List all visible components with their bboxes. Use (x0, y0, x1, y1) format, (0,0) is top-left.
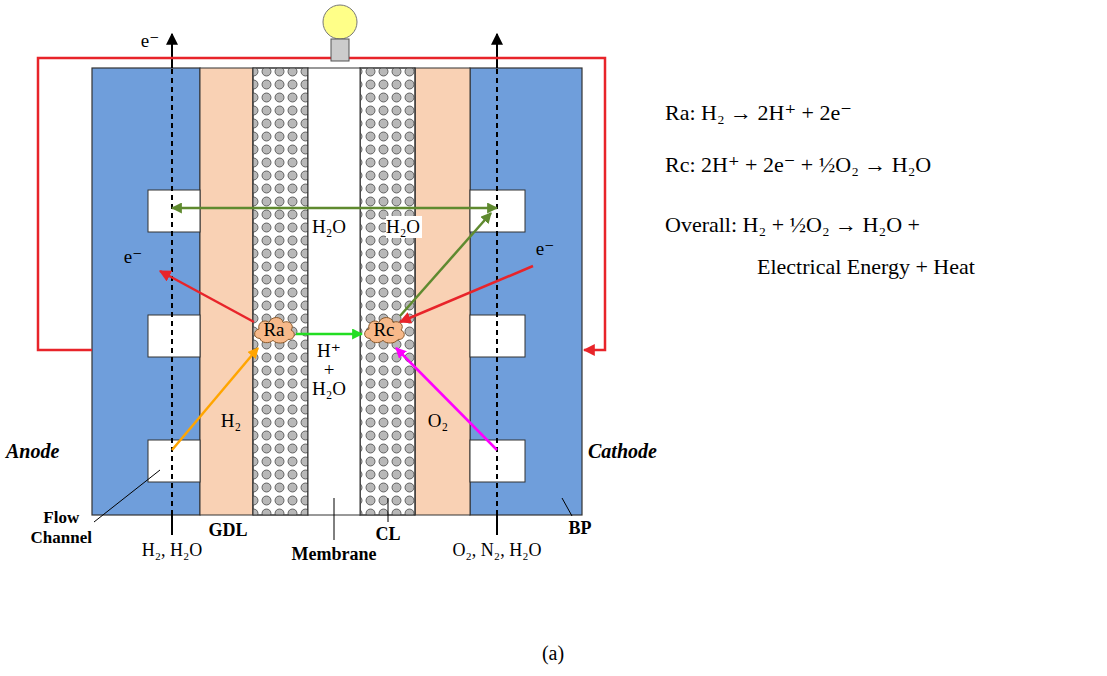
cathode-catalyst-layer (360, 68, 415, 515)
anode-catalyst-layer (253, 68, 308, 515)
proton-transport-arrow (296, 333, 362, 336)
flow-channels (148, 190, 525, 482)
anode-gdl (200, 68, 253, 515)
electron-label: e⁻ (124, 246, 142, 268)
flow-arrow (171, 34, 173, 68)
species-label: H₂O (312, 216, 348, 238)
edge-label: H⁺ + H₂O (312, 341, 346, 398)
reaction-name: Ra (252, 319, 296, 341)
species-label: O₂ (428, 410, 448, 432)
part-name: CL (375, 524, 400, 545)
part-name: Cathode (588, 440, 657, 463)
anode-cl-ground (253, 68, 308, 515)
lamp-bulb (323, 5, 357, 39)
part-name: BP (568, 518, 591, 539)
cathode-cl-ground (360, 68, 415, 515)
part-name: Membrane (292, 544, 377, 565)
oxygen-arrow (396, 348, 497, 450)
part-name: Anode (6, 440, 59, 463)
reaction-site: Ra (252, 314, 296, 346)
leader-line (334, 498, 335, 540)
equation: Overall: H₂ + ½O₂ → H₂O + Electrical Ene… (665, 204, 995, 288)
membrane (308, 68, 360, 515)
equation: Ra: H₂ → 2H⁺ + 2e⁻ (665, 100, 852, 125)
electron-label: e⁻ (141, 30, 159, 52)
flow-channel (148, 190, 200, 232)
leader-line (94, 470, 160, 522)
part-name: Flow Channel (31, 508, 92, 547)
inlet-label: O₂, N₂, H₂O (453, 540, 542, 561)
lamp-base (331, 39, 349, 61)
anode-bipolar-plate (92, 68, 200, 515)
leader-line (388, 498, 389, 522)
reaction-name: Rc (362, 319, 406, 341)
reaction-site: Rc (362, 314, 406, 346)
flow-arrow (496, 34, 498, 68)
figure-label: (a) (542, 642, 564, 665)
leader-line (562, 498, 572, 516)
leader-lines (94, 470, 572, 540)
external-wire (38, 58, 331, 350)
flow-channel (148, 315, 200, 357)
hydrogen-arrow (172, 348, 258, 450)
external-wire (349, 58, 605, 350)
part-name: GDL (208, 520, 247, 541)
electron-arrow (400, 266, 533, 322)
cathode-bipolar-plate (470, 68, 582, 515)
inlet-label: H₂, H₂O (142, 540, 203, 561)
electron-arrow (160, 271, 254, 322)
electron-label: e⁻ (536, 238, 554, 260)
gas-flow-arrows (172, 34, 497, 535)
flow-line (496, 515, 498, 535)
flow-line (171, 515, 173, 535)
species-label: H₂O (386, 216, 422, 238)
species-label: H₂ (221, 410, 241, 432)
water-transport-arrow (172, 207, 497, 210)
equation: Rc: 2H⁺ + 2e⁻ + ½O₂ → H₂O (665, 152, 931, 177)
